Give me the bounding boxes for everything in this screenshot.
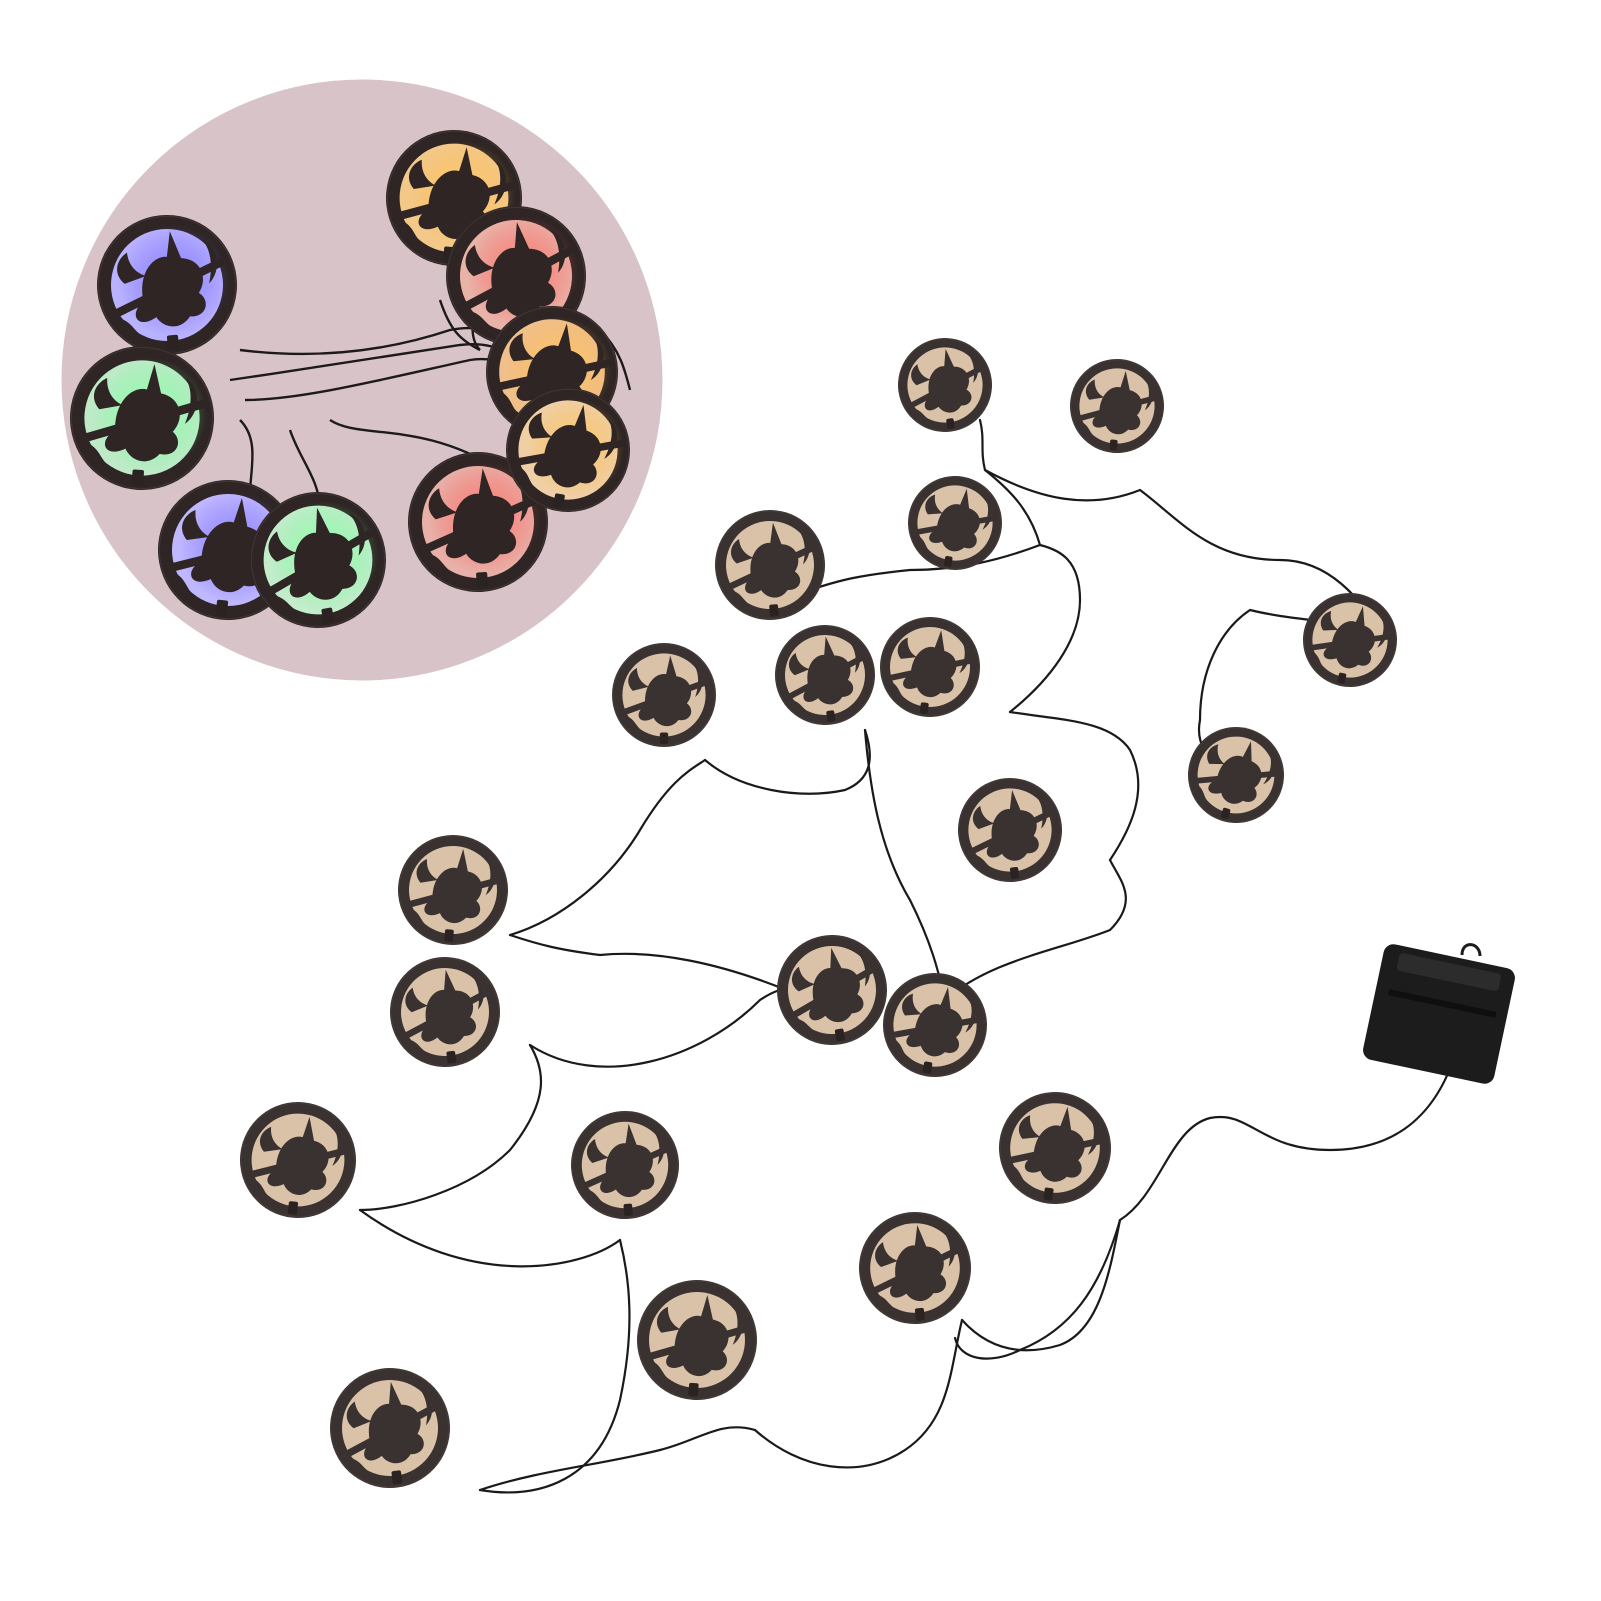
pendant bbox=[1188, 727, 1284, 823]
pendant bbox=[958, 778, 1062, 882]
pendant bbox=[880, 617, 980, 717]
pendant bbox=[486, 306, 618, 438]
pendant bbox=[571, 1111, 679, 1219]
pendant bbox=[240, 1102, 356, 1218]
pendant bbox=[408, 452, 548, 592]
inset-photo bbox=[61, 79, 663, 681]
pendant bbox=[859, 1212, 971, 1324]
pendant bbox=[775, 625, 875, 725]
pendant-group bbox=[240, 338, 1397, 1488]
pendant bbox=[250, 492, 386, 628]
pendant bbox=[883, 973, 987, 1077]
pendant bbox=[715, 510, 825, 620]
pendant bbox=[330, 1368, 450, 1488]
pendant bbox=[97, 215, 237, 355]
pendant bbox=[1303, 593, 1397, 687]
pendant bbox=[898, 338, 992, 432]
pendant bbox=[390, 957, 500, 1067]
pendant bbox=[999, 1092, 1111, 1204]
pendant bbox=[506, 388, 630, 512]
battery-box bbox=[1363, 943, 1515, 1084]
pendant bbox=[70, 346, 214, 490]
pendant bbox=[908, 476, 1002, 570]
pendant bbox=[637, 1280, 757, 1400]
pendant bbox=[777, 935, 887, 1045]
pendant bbox=[398, 835, 508, 945]
wire-string bbox=[358, 418, 1460, 1494]
pendant bbox=[1070, 359, 1164, 453]
pendant bbox=[612, 643, 716, 747]
